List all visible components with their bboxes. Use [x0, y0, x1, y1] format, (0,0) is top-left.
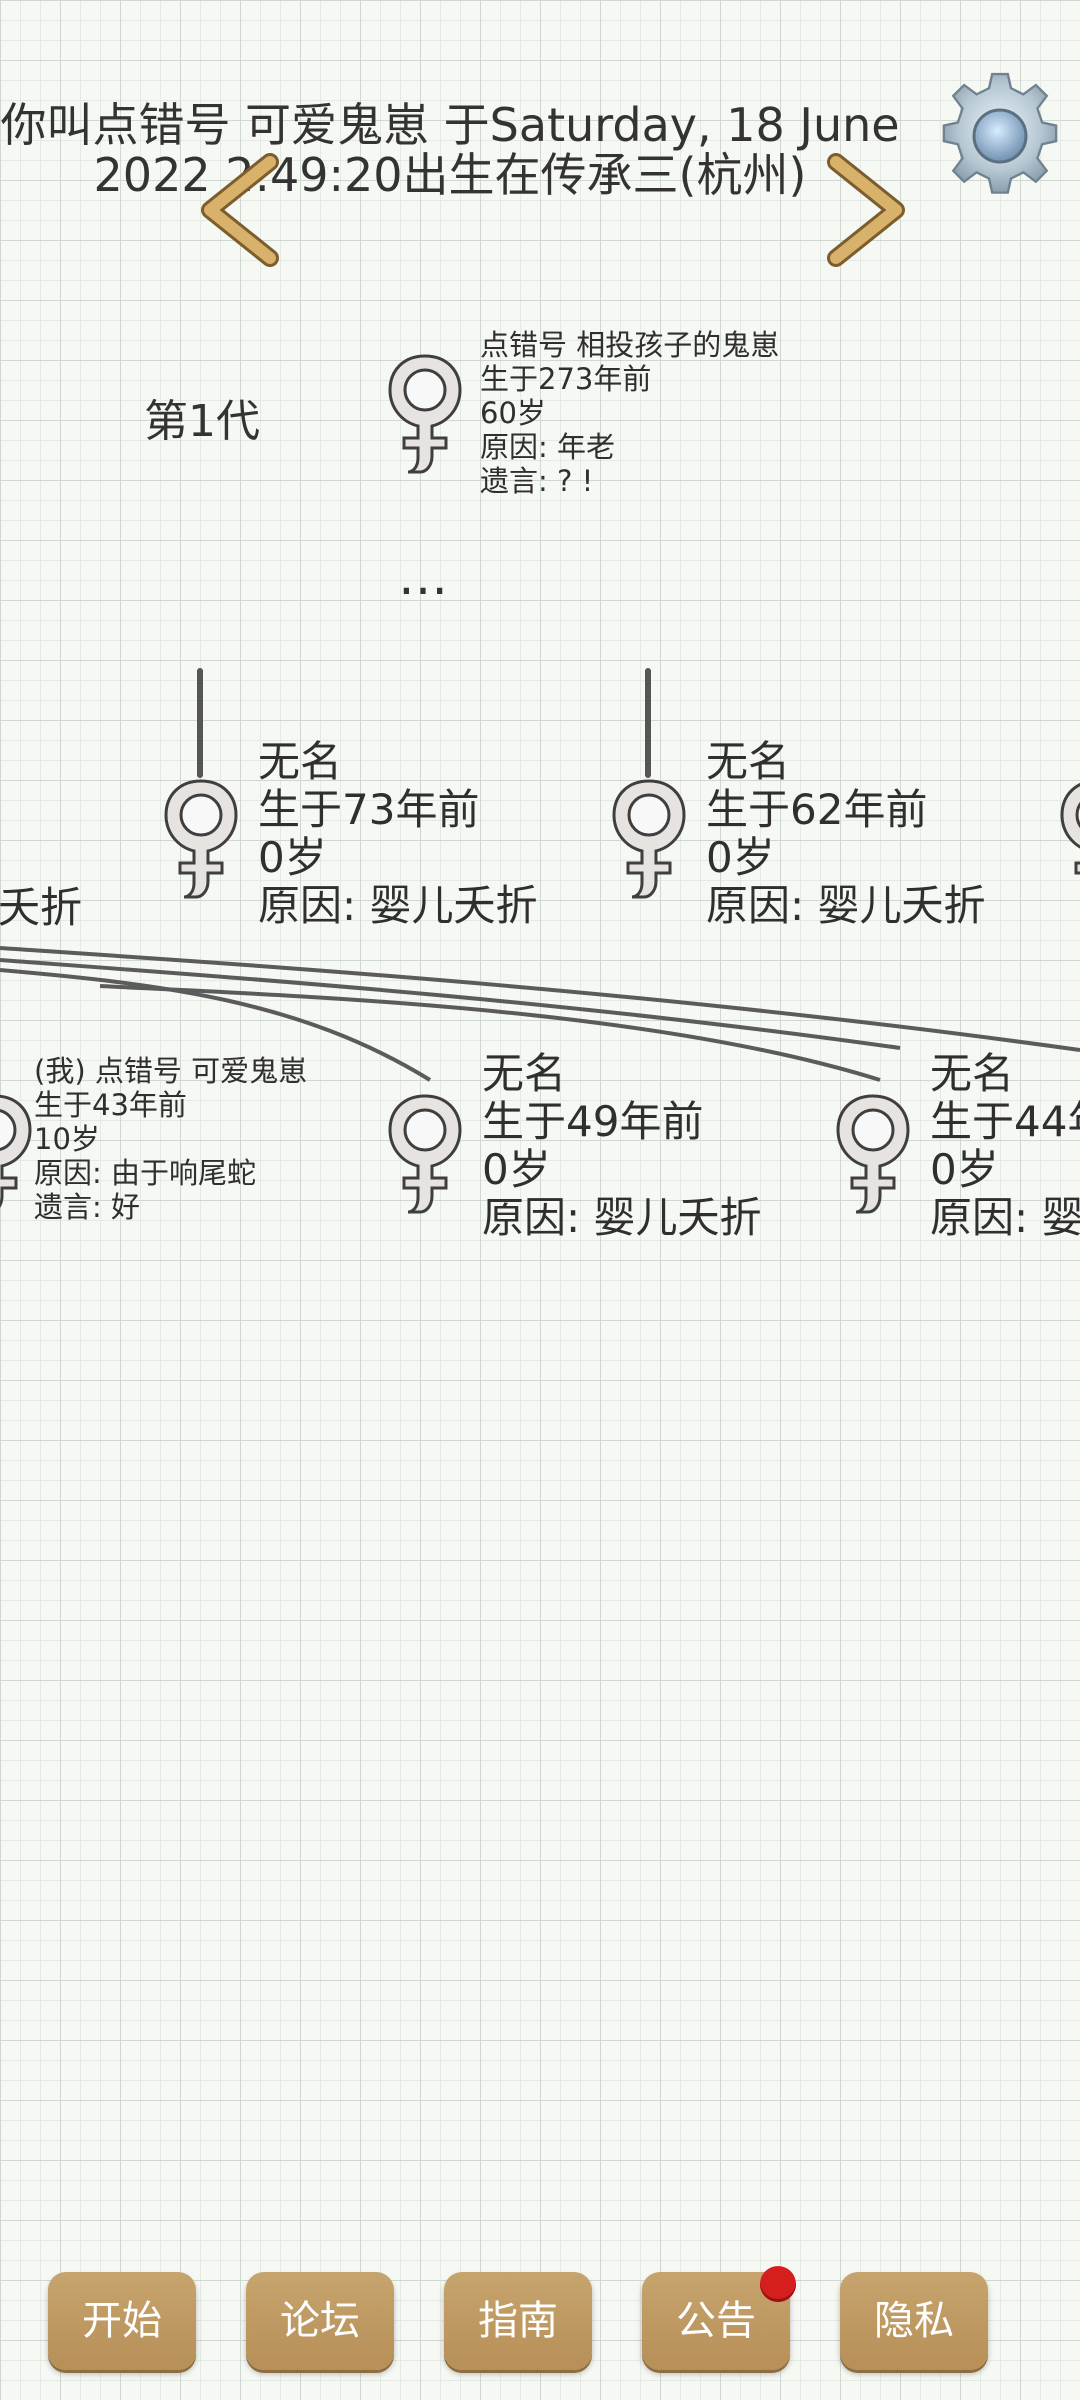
row2-2-cause: 原因: 婴儿夭折 — [706, 881, 986, 930]
row3-person-2[interactable] — [386, 1090, 464, 1216]
family-tree-connectors — [0, 946, 1080, 1082]
female-icon — [1060, 783, 1080, 899]
tree-connector — [645, 668, 651, 778]
row2-person-1[interactable] — [162, 775, 240, 901]
row3-3-cause: 原因: 婴 — [930, 1193, 1080, 1242]
row3-3-age: 0岁 — [930, 1145, 999, 1194]
row2-1-name: 无名 — [258, 737, 343, 786]
row3-person-3-info: 无名 生于44年 0岁 原因: 婴 — [930, 1050, 1080, 1242]
generation-gap-ellipsis: … — [398, 548, 450, 606]
row2-person-1-info: 无名 生于73年前 0岁 原因: 婴儿夭折 — [258, 738, 538, 930]
row2-1-born: 生于73年前 — [258, 785, 480, 834]
row2-person-3-partial[interactable] — [1058, 775, 1080, 901]
female-icon — [612, 779, 686, 899]
generation-label: 第1代 — [144, 396, 260, 447]
row2-person-2-info: 无名 生于62年前 0岁 原因: 婴儿夭折 — [706, 738, 986, 930]
bottom-navigation: 开始 论坛 指南 公告 隐私 — [0, 2266, 1080, 2372]
gen1-cause: 原因: 年老 — [480, 430, 615, 464]
previous-arrow-button[interactable] — [182, 150, 292, 270]
guide-button[interactable]: 指南 — [444, 2272, 592, 2370]
row3-me-name: (我) 点错号 可爱鬼崽 — [34, 1054, 308, 1088]
gear-icon — [942, 72, 1058, 194]
gen1-person-info: 点错号 相投孩子的鬼崽 生于273年前 60岁 原因: 年老 遗言: ? ! — [480, 328, 779, 498]
start-button[interactable]: 开始 — [48, 2272, 196, 2370]
female-icon — [0, 1094, 32, 1208]
row3-3-born: 生于44年 — [930, 1097, 1080, 1146]
gen1-person[interactable] — [386, 350, 464, 476]
row2-person-left-info: 前 儿夭折 — [0, 788, 82, 932]
row3-me-born: 生于43年前 — [34, 1088, 187, 1122]
chevron-right-icon — [827, 153, 905, 267]
row2-2-age: 0岁 — [706, 833, 775, 882]
row3-2-age: 0岁 — [482, 1145, 551, 1194]
settings-button[interactable] — [930, 66, 1070, 206]
row2-1-cause: 原因: 婴儿夭折 — [258, 881, 538, 930]
tree-connector — [197, 668, 203, 778]
birth-info-line2: 2022 2:49:20出生在传承三(杭州) — [93, 148, 807, 202]
row3-person-2-info: 无名 生于49年前 0岁 原因: 婴儿夭折 — [482, 1050, 762, 1242]
gen1-born: 生于273年前 — [480, 362, 652, 396]
row3-me-icon-partial[interactable] — [0, 1090, 34, 1216]
gen1-last-words: 遗言: ? ! — [480, 464, 594, 498]
row3-person-3[interactable] — [834, 1090, 912, 1216]
row3-2-cause: 原因: 婴儿夭折 — [482, 1193, 762, 1242]
row3-me-cause: 原因: 由于响尾蛇 — [34, 1156, 256, 1190]
gen1-age: 60岁 — [480, 396, 546, 430]
row2-left-cause: 儿夭折 — [0, 883, 83, 932]
row2-left-name: 前 — [0, 788, 82, 836]
row2-1-age: 0岁 — [258, 833, 327, 882]
forum-button[interactable]: 论坛 — [246, 2272, 394, 2370]
row3-me-info: (我) 点错号 可爱鬼崽 生于43年前 10岁 原因: 由于响尾蛇 遗言: 好 — [34, 1054, 307, 1224]
row3-3-name: 无名 — [930, 1049, 1015, 1098]
notification-badge — [760, 2266, 796, 2302]
next-arrow-button[interactable] — [814, 150, 924, 270]
row2-2-born: 生于62年前 — [706, 785, 928, 834]
female-icon — [388, 1094, 462, 1214]
birth-info-line1: 你叫点错号 可爱鬼崽 于Saturday, 18 June — [0, 98, 900, 152]
row3-2-name: 无名 — [482, 1049, 567, 1098]
row2-person-2[interactable] — [610, 775, 688, 901]
birth-info-header: 你叫点错号 可爱鬼崽 于Saturday, 18 June 2022 2:49:… — [0, 100, 900, 200]
female-icon — [388, 354, 462, 474]
female-icon — [836, 1094, 910, 1214]
privacy-button[interactable]: 隐私 — [840, 2272, 988, 2370]
row2-2-name: 无名 — [706, 737, 791, 786]
gen1-name: 点错号 相投孩子的鬼崽 — [480, 328, 780, 362]
row3-me-age: 10岁 — [34, 1122, 100, 1156]
row3-me-last-words: 遗言: 好 — [34, 1190, 140, 1224]
chevron-left-icon — [201, 153, 279, 267]
female-icon — [164, 779, 238, 899]
row3-2-born: 生于49年前 — [482, 1097, 704, 1146]
